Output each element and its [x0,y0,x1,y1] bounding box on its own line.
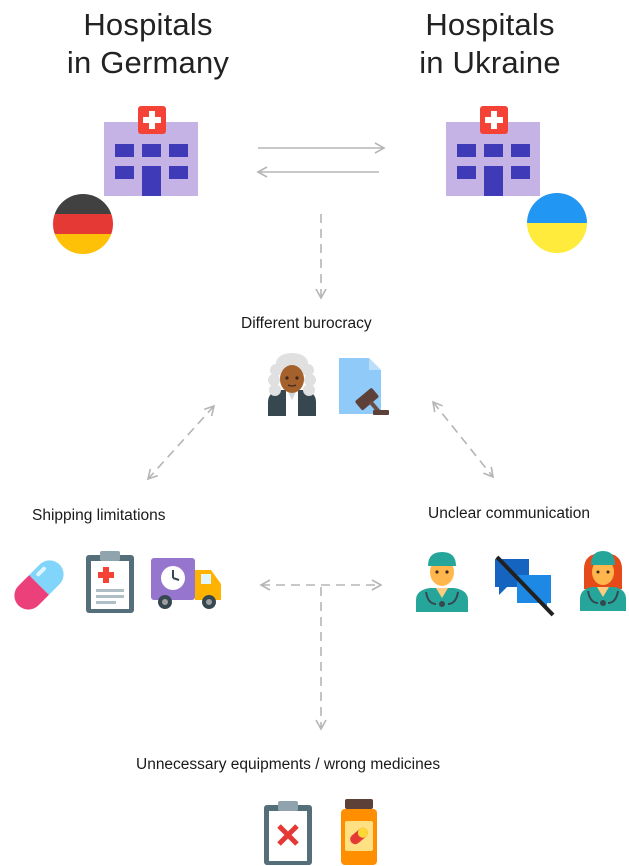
arrow-bureaucracy-communication [431,400,495,479]
label-bureaucracy: Different burocracy [241,315,372,332]
judge-icon [268,353,316,416]
delivery-truck-icon [151,558,221,609]
arrow-bureaucracy-shipping [146,404,216,481]
pill-icon [14,560,64,610]
title-germany: Hospitals in Germany [48,6,248,82]
title-ukraine: Hospitals in Ukraine [390,6,590,82]
ukraine-flag-icon [527,193,587,253]
male-doctor-icon [416,552,468,612]
title-germany-line1: Hospitals [83,7,213,42]
label-communication: Unclear communication [428,505,590,522]
label-equipment: Unnecessary equipments / wrong medicines [136,756,441,773]
no-chat-icon [495,555,555,617]
hospital-germany-icon [104,106,198,196]
legal-document-icon [339,358,389,416]
medical-clipboard-icon [86,551,134,613]
germany-flag-icon [53,194,113,254]
hospital-ukraine-icon [446,106,540,196]
medicine-bottle-icon [341,799,377,865]
title-ukraine-line2: in Ukraine [419,45,561,80]
title-germany-line2: in Germany [66,45,230,80]
title-ukraine-line1: Hospitals [425,7,555,42]
rejected-clipboard-icon [264,801,312,865]
label-shipping: Shipping limitations [32,507,166,524]
female-doctor-icon [580,551,626,611]
